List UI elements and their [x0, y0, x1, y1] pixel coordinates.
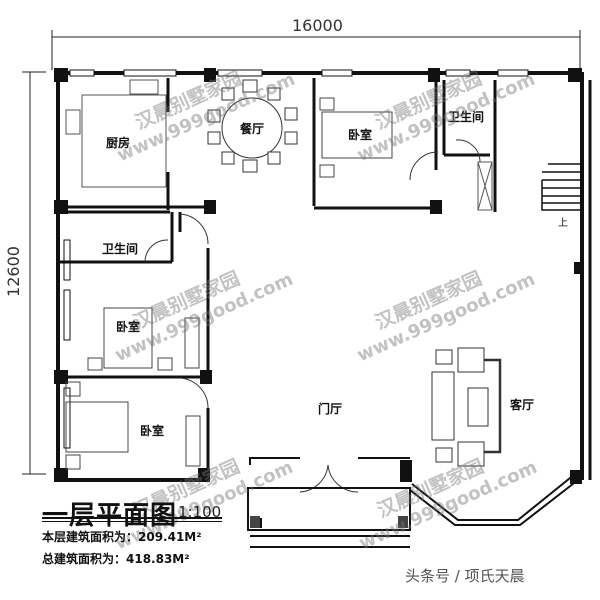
- room-label-kitchen: 厨房: [106, 136, 131, 150]
- dimension-lines: [22, 30, 581, 475]
- room-label-bathroom-west: 卫生间: [102, 242, 139, 256]
- room-label-bathroom-north: 卫生间: [448, 110, 485, 124]
- walls: [56, 71, 584, 482]
- stair-up-label: 上: [558, 218, 568, 229]
- room-label-living: 客厅: [510, 398, 535, 412]
- room-label-bedroom-west: 卧室: [116, 320, 141, 334]
- depth-dimension: 12600: [3, 246, 23, 297]
- floor-area-label: 本层建筑面积为：209.41M²: [42, 530, 202, 544]
- room-label-dining: 餐厅: [240, 122, 265, 136]
- source-credit: 头条号 / 项氏天晨: [405, 567, 525, 585]
- title-underline: [42, 517, 222, 519]
- room-label-bedroom-southwest: 卧室: [140, 424, 165, 438]
- room-label-bedroom-north: 卧室: [348, 128, 373, 142]
- width-dimension: 16000: [292, 16, 343, 35]
- room-label-foyer: 门厅: [318, 402, 343, 416]
- drawing-title: 一层平面图: [42, 501, 178, 531]
- total-area-label: 总建筑面积为：418.83M²: [42, 552, 190, 566]
- drawing-scale: 1:100: [178, 503, 222, 521]
- title-underline: [42, 521, 222, 522]
